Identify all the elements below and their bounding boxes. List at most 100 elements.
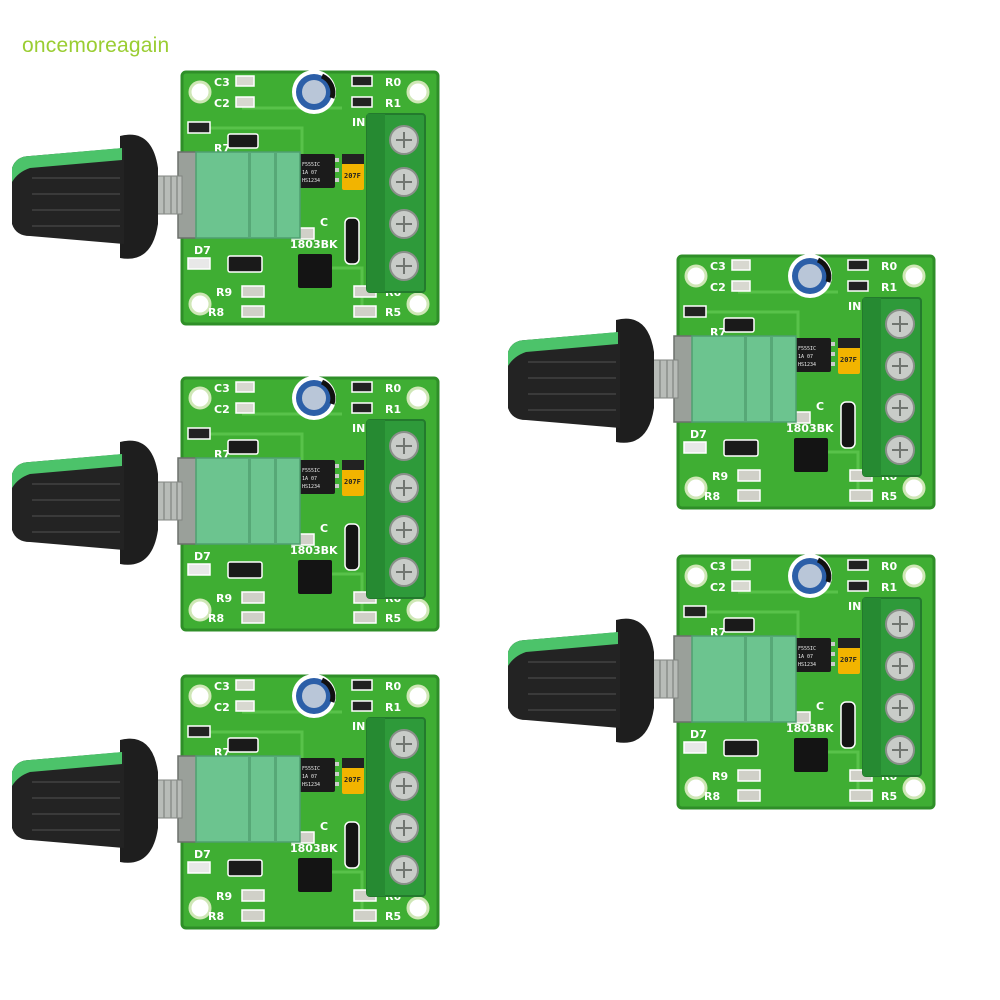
potentiometer <box>177 457 301 545</box>
label-c3: C3 <box>214 76 230 89</box>
svg-text:F555IC: F555IC <box>302 162 320 168</box>
terminal-screw <box>389 557 419 587</box>
terminal-screw <box>389 251 419 281</box>
tantalum-capacitor: 207F <box>838 638 860 674</box>
terminal-screw <box>885 609 915 639</box>
label-part: 1803BK <box>786 722 834 735</box>
label-in: IN <box>848 300 861 313</box>
label-in: IN <box>848 600 861 613</box>
potentiometer <box>673 635 797 723</box>
capacitor <box>292 376 336 420</box>
svg-text:207F: 207F <box>344 776 361 784</box>
label-r8: R8 <box>704 490 720 503</box>
label-c2: C2 <box>710 581 726 594</box>
label-in: IN <box>352 422 365 435</box>
screw-terminal <box>862 297 922 477</box>
label-part: 1803BK <box>290 544 338 557</box>
svg-text:F555IC: F555IC <box>798 646 816 652</box>
capacitor <box>788 254 832 298</box>
svg-text:F555IC: F555IC <box>302 766 320 772</box>
screw-terminal <box>366 717 426 897</box>
capacitor <box>788 554 832 598</box>
label-in: IN <box>352 720 365 733</box>
potentiometer <box>673 335 797 423</box>
label-r1: R1 <box>385 701 401 714</box>
label-c3: C3 <box>710 560 726 573</box>
svg-text:207F: 207F <box>344 478 361 486</box>
label-c3: C3 <box>710 260 726 273</box>
tantalum-capacitor: 207F <box>342 758 364 794</box>
module-5: C3 C2 R0 R1 IN R7 C D7 R9 R8 R6 R5 1803B… <box>498 552 938 812</box>
smd-components <box>683 559 873 802</box>
terminal-screw <box>389 729 419 759</box>
label-r5: R5 <box>881 790 897 803</box>
svg-text:F555IC: F555IC <box>798 346 816 352</box>
svg-text:207F: 207F <box>840 356 857 364</box>
tantalum-capacitor: 207F <box>342 154 364 190</box>
label-r5: R5 <box>385 306 401 319</box>
svg-text:207F: 207F <box>344 172 361 180</box>
terminal-screw <box>885 435 915 465</box>
label-r5: R5 <box>385 612 401 625</box>
label-in: IN <box>352 116 365 129</box>
pwm-module-image: C3 C2 R0 R1 IN R7 C D7 R9 R8 R6 R5 1803B… <box>508 254 936 510</box>
terminal-screw <box>389 125 419 155</box>
label-r9: R9 <box>712 770 728 783</box>
label-d7: D7 <box>194 550 211 563</box>
label-d7: D7 <box>690 728 707 741</box>
svg-text:1A 07: 1A 07 <box>302 476 317 482</box>
terminal-screw <box>885 735 915 765</box>
label-c: C <box>320 522 328 535</box>
tantalum-capacitor: 207F <box>838 338 860 374</box>
module-2: C3 C2 R0 R1 IN R7 C D7 R9 R8 R6 R5 1803B… <box>2 374 442 634</box>
terminal-screw <box>885 393 915 423</box>
svg-text:HS1234: HS1234 <box>302 484 320 490</box>
label-r0: R0 <box>881 260 897 273</box>
label-part: 1803BK <box>786 422 834 435</box>
label-r0: R0 <box>881 560 897 573</box>
svg-text:F555IC: F555IC <box>302 468 320 474</box>
svg-text:1A 07: 1A 07 <box>302 170 317 176</box>
control-knob[interactable] <box>508 318 654 443</box>
label-c3: C3 <box>214 680 230 693</box>
pwm-module-image: C3 C2 R0 R1 IN R7 C D7 R9 R8 R6 R5 1803B… <box>12 376 440 632</box>
label-c: C <box>816 700 824 713</box>
terminal-screw <box>389 813 419 843</box>
label-d7: D7 <box>690 428 707 441</box>
terminal-screw <box>885 651 915 681</box>
label-r5: R5 <box>385 910 401 923</box>
control-knob[interactable] <box>12 440 158 565</box>
mosfet-chip <box>794 401 856 472</box>
label-r8: R8 <box>208 910 224 923</box>
svg-text:1A 07: 1A 07 <box>798 654 813 660</box>
terminal-screw <box>389 167 419 197</box>
mosfet-chip <box>794 701 856 772</box>
terminal-screw <box>885 693 915 723</box>
control-knob[interactable] <box>12 134 158 259</box>
label-r8: R8 <box>704 790 720 803</box>
label-r9: R9 <box>216 890 232 903</box>
label-c: C <box>320 216 328 229</box>
control-knob[interactable] <box>12 738 158 863</box>
mosfet-chip <box>298 523 360 594</box>
svg-text:HS1234: HS1234 <box>302 178 320 184</box>
label-r1: R1 <box>385 403 401 416</box>
control-knob[interactable] <box>508 618 654 743</box>
label-r5: R5 <box>881 490 897 503</box>
label-r9: R9 <box>216 592 232 605</box>
label-r0: R0 <box>385 680 401 693</box>
label-c: C <box>320 820 328 833</box>
terminal-screw <box>389 209 419 239</box>
label-c2: C2 <box>214 701 230 714</box>
mosfet-chip <box>298 821 360 892</box>
terminal-screw <box>389 431 419 461</box>
label-c3: C3 <box>214 382 230 395</box>
watermark: oncemoreagain <box>22 34 170 57</box>
module-3: C3 C2 R0 R1 IN R7 C D7 R9 R8 R6 R5 1803B… <box>2 672 442 932</box>
smd-components <box>683 259 873 502</box>
svg-text:1A 07: 1A 07 <box>798 354 813 360</box>
terminal-screw <box>885 309 915 339</box>
label-d7: D7 <box>194 848 211 861</box>
svg-text:HS1234: HS1234 <box>798 362 816 368</box>
label-r1: R1 <box>881 281 897 294</box>
